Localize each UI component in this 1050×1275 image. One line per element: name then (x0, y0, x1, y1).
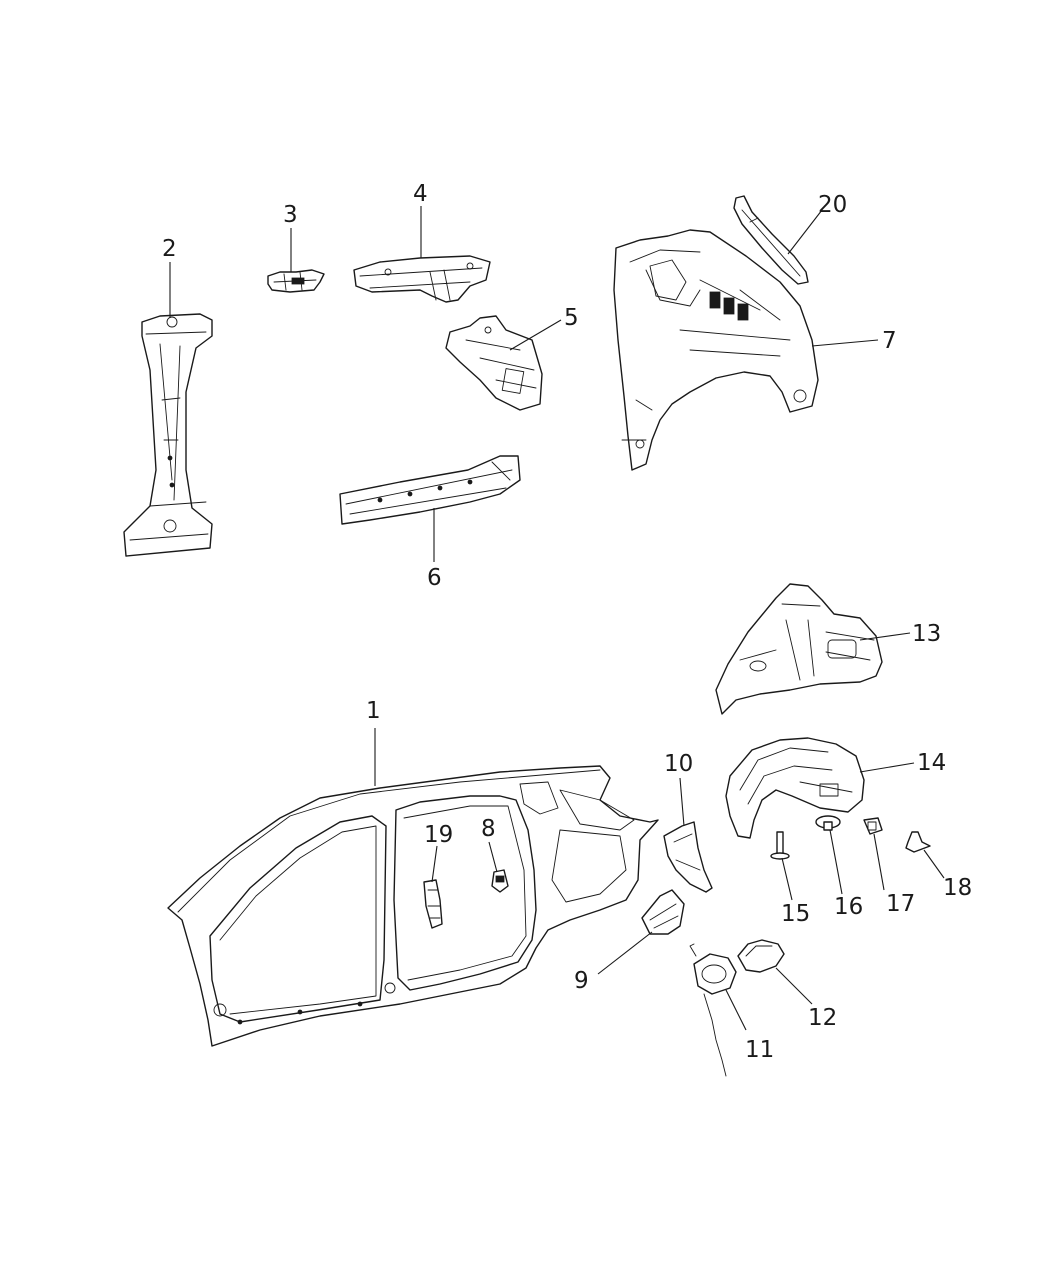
callout-9: 9 (574, 968, 589, 994)
part-10-tail-lamp-pocket[interactable] (663, 821, 713, 893)
callout-18: 18 (943, 875, 972, 901)
callout-5: 5 (564, 305, 579, 331)
part-9-filler-reinforcement[interactable] (641, 889, 685, 935)
callout-14: 14 (917, 750, 946, 776)
callout-11: 11 (745, 1037, 774, 1063)
callout-12: 12 (808, 1005, 837, 1031)
part-8-striker[interactable] (491, 869, 509, 893)
part-5-reinforcement[interactable] (445, 315, 543, 411)
part-11-fuel-filler-housing[interactable] (689, 943, 737, 1077)
callout-13: 13 (912, 621, 941, 647)
callout-8: 8 (481, 816, 496, 842)
callout-10: 10 (664, 751, 693, 777)
part-20-d-pillar-reinforcement[interactable] (733, 195, 809, 285)
callout-2: 2 (162, 236, 177, 262)
callout-3: 3 (283, 202, 298, 228)
part-17-nut[interactable] (863, 817, 883, 835)
part-16-clip[interactable] (815, 815, 841, 831)
callout-20: 20 (818, 192, 847, 218)
callout-16: 16 (834, 894, 863, 920)
leader-lines (169, 206, 945, 1031)
part-18-rivet[interactable] (905, 831, 931, 853)
callout-7: 7 (882, 328, 897, 354)
part-3-bracket[interactable] (267, 269, 325, 293)
part-13-wheelhouse-inner[interactable] (715, 583, 883, 715)
callout-17: 17 (886, 891, 915, 917)
part-2-b-pillar[interactable] (123, 313, 213, 557)
part-14-wheelhouse-liner[interactable] (725, 737, 865, 839)
callout-labels: 1 2 3 4 5 6 7 8 9 10 11 12 13 14 15 16 1… (162, 181, 972, 1063)
part-4-roof-rail-reinforcement[interactable] (353, 255, 491, 303)
part-15-push-pin[interactable] (770, 831, 790, 860)
callout-6: 6 (427, 565, 442, 591)
part-12-fuel-door[interactable] (737, 939, 785, 973)
part-6-sill[interactable] (339, 455, 521, 525)
part-7-quarter-inner-panel[interactable] (613, 229, 819, 471)
part-19-striker-bracket[interactable] (423, 879, 443, 929)
callout-1: 1 (366, 698, 381, 724)
part-1-body-side-aperture[interactable] (167, 765, 659, 1047)
callout-4: 4 (413, 181, 428, 207)
callout-15: 15 (781, 901, 810, 927)
callout-19: 19 (424, 822, 453, 848)
